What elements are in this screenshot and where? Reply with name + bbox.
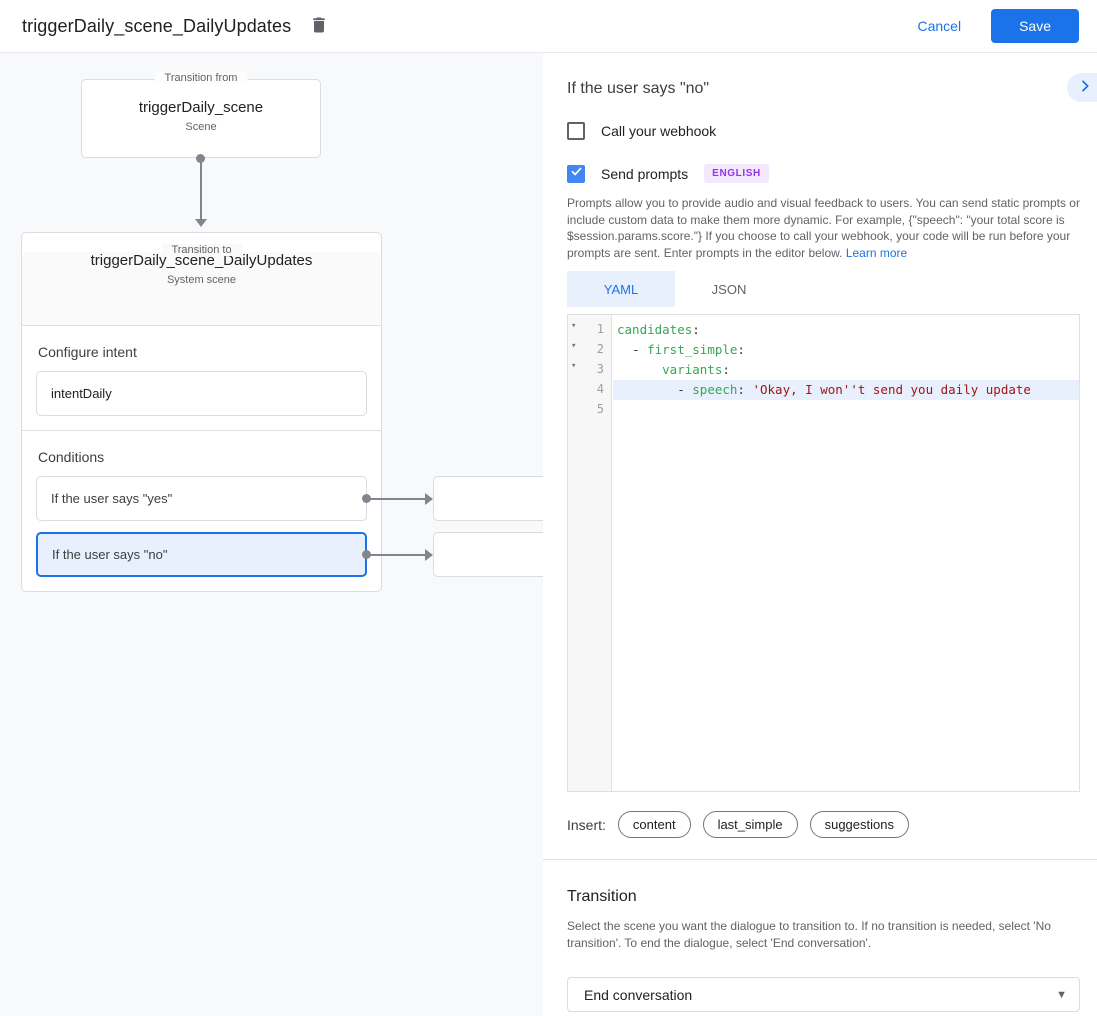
chevron-right-icon xyxy=(1077,78,1093,97)
learn-more-link[interactable]: Learn more xyxy=(845,245,908,260)
insert-label: Insert: xyxy=(567,816,606,833)
condition-connector-dot xyxy=(362,494,371,503)
save-button[interactable]: Save xyxy=(991,9,1079,43)
webhook-row: Call your webhook xyxy=(567,122,1080,140)
gutter-row: ▾3 xyxy=(568,360,611,380)
dropdown-caret-icon: ▼ xyxy=(1056,988,1067,1001)
fold-icon[interactable]: ▾ xyxy=(571,321,577,331)
fold-icon[interactable]: ▾ xyxy=(571,341,577,351)
details-panel: If the user says "no" Call your webhook … xyxy=(543,53,1097,1016)
section-divider xyxy=(543,859,1097,860)
cancel-button[interactable]: Cancel xyxy=(901,10,977,42)
to-card-header: Transition to triggerDaily_scene_DailyUp… xyxy=(22,244,381,326)
from-scene-title: triggerDaily_scene xyxy=(138,99,264,116)
code-token-plain: : xyxy=(737,382,753,397)
send-prompts-row: Send prompts ENGLISH xyxy=(567,164,1080,183)
send-prompts-checkbox[interactable] xyxy=(567,164,585,183)
webhook-checkbox[interactable] xyxy=(567,122,585,140)
code-token-key: first_simple xyxy=(647,342,738,357)
panel-title: If the user says "no" xyxy=(567,80,710,97)
trash-icon xyxy=(309,15,329,38)
editor-code-area[interactable]: candidates: - first_simple: variants: - … xyxy=(613,315,1079,791)
condition-row-yes[interactable]: If the user says "yes" xyxy=(36,476,367,521)
code-line[interactable]: - first_simple: xyxy=(613,340,1079,360)
flow-canvas[interactable]: Transition from triggerDaily_scene Scene… xyxy=(0,53,543,1016)
insert-chip-content[interactable]: content xyxy=(617,811,691,838)
gutter-row: ▾1 xyxy=(568,320,611,340)
from-scene-subtitle: Scene xyxy=(185,121,217,133)
insert-row: Insert: content last_simple suggestions xyxy=(567,811,1080,838)
configure-intent-section: Configure intent intentDaily xyxy=(22,326,381,430)
transition-from-legend: Transition from xyxy=(154,72,248,84)
prompts-description-text: Prompts allow you to provide audio and v… xyxy=(567,196,1080,260)
line-number: 3 xyxy=(596,362,604,376)
code-token-key: speech xyxy=(692,382,738,397)
code-token-plain: - xyxy=(617,342,648,357)
transition-select-value: End conversation xyxy=(584,986,693,1003)
gutter-row: ▾2 xyxy=(568,340,611,360)
flow-arrow-down-icon xyxy=(195,219,207,227)
code-token-plain: : xyxy=(692,322,700,337)
intent-input[interactable]: intentDaily xyxy=(36,371,367,416)
app-bar: triggerDaily_scene_DailyUpdates Cancel S… xyxy=(0,0,1097,53)
code-token-key: candidates xyxy=(617,322,693,337)
code-token-plain: : xyxy=(722,362,730,377)
tab-json[interactable]: JSON xyxy=(711,281,747,297)
condition-arrow-right-icon xyxy=(425,492,433,505)
line-number: 2 xyxy=(596,342,604,356)
transition-from-box[interactable]: Transition from triggerDaily_scene Scene xyxy=(81,72,321,158)
code-token-plain xyxy=(617,362,662,377)
condition-connector-line xyxy=(367,553,425,556)
configure-intent-label: Configure intent xyxy=(38,344,137,360)
target-scene-box[interactable] xyxy=(433,476,543,521)
language-badge: ENGLISH xyxy=(704,164,769,183)
transition-description: Select the scene you want the dialogue t… xyxy=(567,919,1051,950)
target-scene-box[interactable] xyxy=(433,532,543,577)
page-title: triggerDaily_scene_DailyUpdates xyxy=(22,15,292,36)
prompts-description: Prompts allow you to provide audio and v… xyxy=(567,195,1080,261)
editor-tabs: YAML JSON xyxy=(567,271,1080,307)
to-scene-title: triggerDaily_scene_DailyUpdates xyxy=(90,252,313,269)
collapse-panel-button[interactable] xyxy=(1067,73,1097,102)
delete-button[interactable] xyxy=(309,15,329,38)
transition-to-card[interactable]: Transition to triggerDaily_scene_DailyUp… xyxy=(21,232,382,592)
gutter-row: 4 xyxy=(568,380,611,400)
line-number: 5 xyxy=(596,402,604,416)
code-line[interactable]: - speech: 'Okay, I won''t send you daily… xyxy=(613,380,1079,400)
condition-row-no[interactable]: If the user says "no" xyxy=(36,532,367,577)
code-line[interactable]: candidates: xyxy=(613,320,1079,340)
insert-chip-last-simple[interactable]: last_simple xyxy=(702,811,798,838)
code-line[interactable] xyxy=(613,400,1079,420)
condition-connector-dot xyxy=(362,550,371,559)
conditions-section: Conditions If the user says "yes" If the… xyxy=(22,431,381,591)
transition-to-legend: Transition to xyxy=(161,244,242,256)
condition-connector-line xyxy=(367,497,425,500)
to-scene-subtitle: System scene xyxy=(166,274,237,286)
card-divider xyxy=(22,430,381,431)
condition-arrow-right-icon xyxy=(425,548,433,561)
checkmark-icon xyxy=(570,165,583,183)
flow-connector-line xyxy=(200,158,202,220)
gutter-row: 5 xyxy=(568,400,611,420)
transition-select[interactable]: End conversation ▼ xyxy=(567,977,1080,1012)
code-token-plain: : xyxy=(737,342,745,357)
transition-heading: Transition xyxy=(567,888,637,905)
code-line[interactable]: variants: xyxy=(613,360,1079,380)
send-prompts-label: Send prompts xyxy=(601,165,689,182)
webhook-label: Call your webhook xyxy=(601,123,717,139)
fold-icon[interactable]: ▾ xyxy=(571,361,577,371)
line-number: 1 xyxy=(596,322,604,336)
code-token-string: 'Okay, I won''t send you daily update xyxy=(752,382,1031,397)
code-token-key: variants xyxy=(662,362,723,377)
tab-yaml[interactable]: YAML xyxy=(567,271,675,307)
line-number: 4 xyxy=(596,382,604,396)
code-token-plain: - xyxy=(617,382,693,397)
insert-chip-suggestions[interactable]: suggestions xyxy=(809,811,909,838)
conditions-label: Conditions xyxy=(38,449,105,465)
